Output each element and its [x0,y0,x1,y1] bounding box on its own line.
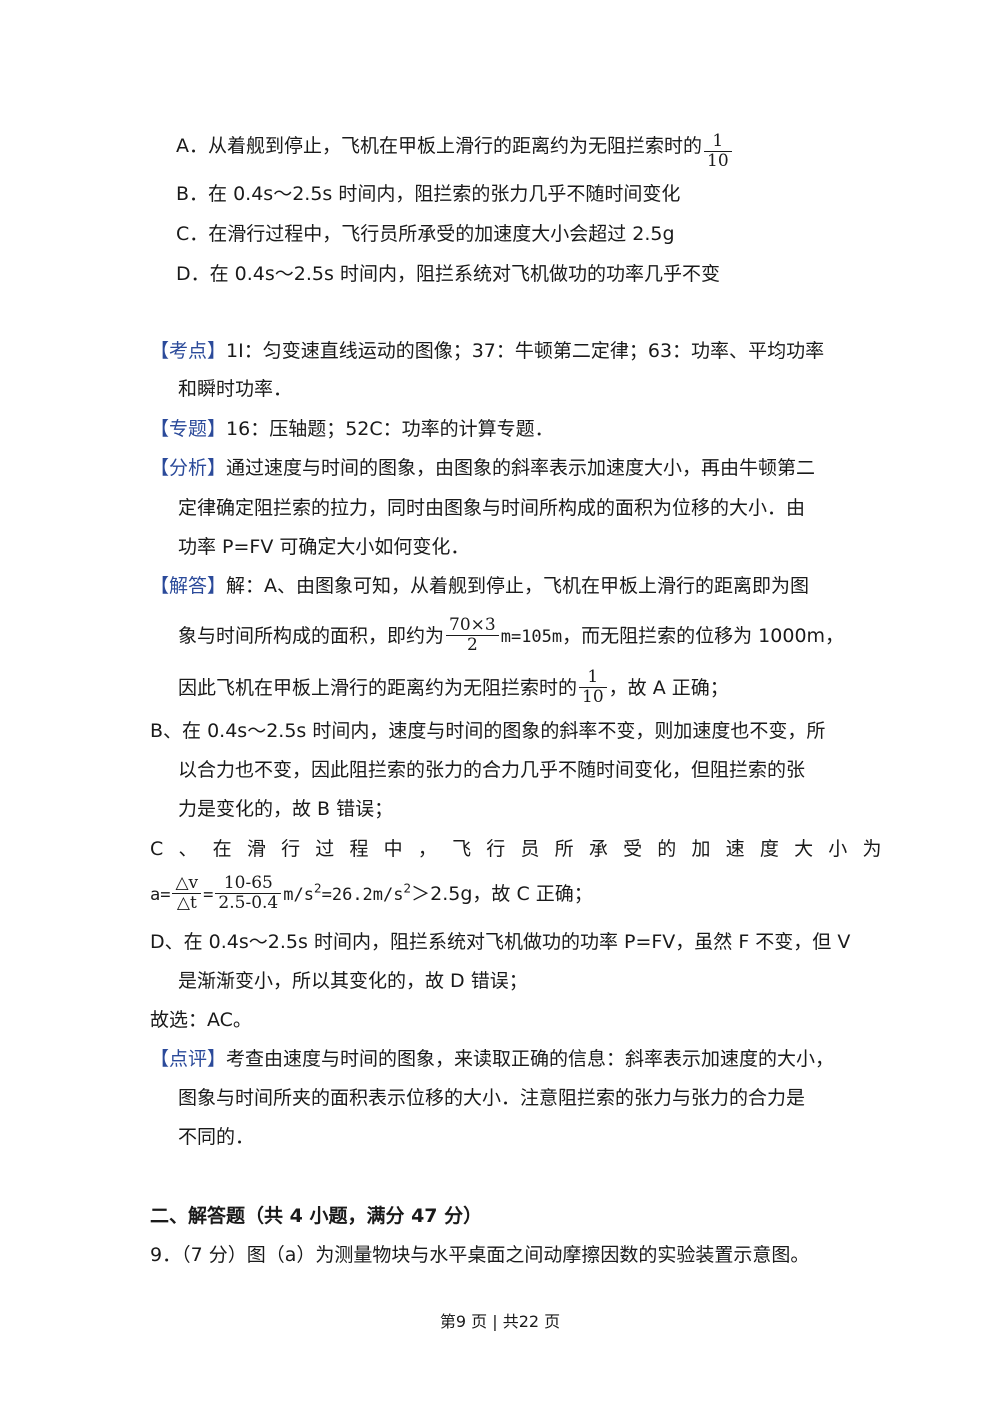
delta-fraction: △v△t [172,874,202,913]
kaodian-line1: 【考点】1I：匀变速直线运动的图像；37：牛顿第二定律；63：功率、平均功率 [150,340,825,362]
fenxi-line2: 定律确定阻拦索的拉力，同时由图象与时间所构成的面积为位移的大小．由 [178,497,806,519]
jieda-line1: 【解答】解：A、由图象可知，从着舰到停止，飞机在甲板上滑行的距离即为图 [150,575,810,597]
jieda-b-line2: 以合力也不变，因此阻拦索的张力的合力几乎不随时间变化，但阻拦索的张 [178,759,806,781]
page-footer: 第9 页 | 共22 页 [439,1312,561,1331]
jieda-d-line1: D、在 0.4s～2.5s 时间内，阻拦系统对飞机做功的功率 P=FV，虽然 F… [150,931,851,953]
option-d: D．在 0.4s～2.5s 时间内，阻拦系统对飞机做功的功率几乎不变 [176,263,720,285]
dianping-line1: 【点评】考查由速度与时间的图象，来读取正确的信息：斜率表示加速度的大小， [150,1048,835,1070]
fenxi-line3: 功率 P=FV 可确定大小如何变化． [178,536,470,558]
option-c: C．在滑行过程中，飞行员所承受的加速度大小会超过 2.5g [176,223,675,245]
jieda-b-line3: 力是变化的，故 B 错误； [178,798,394,820]
dianping-label: 【点评】 [150,1048,227,1070]
question-9: 9．（7 分）图（a）为测量物块与水平桌面之间动摩擦因数的实验装置示意图。 [150,1244,810,1266]
jieda-label: 【解答】 [150,575,227,597]
kaodian-line2: 和瞬时功率． [178,378,293,400]
answer-choice: 故选：AC。 [150,1009,252,1031]
section-title: 二、解答题（共 4 小题，满分 47 分） [150,1205,483,1227]
zhuanti-line: 【专题】16：压轴题；52C：功率的计算专题． [150,418,554,440]
jieda-c-line1: C、在滑行过程中，飞行员所承受的加速度大小为 [150,838,897,860]
jieda-d-line2: 是渐渐变小，所以其变化的，故 D 错误； [178,970,528,992]
kaodian-label: 【考点】 [150,340,227,362]
jieda-b-line1: B、在 0.4s～2.5s 时间内，速度与时间的图象的斜率不变，则加速度也不变，… [150,720,826,742]
option-b: B．在 0.4s～2.5s 时间内，阻拦索的张力几乎不随时间变化 [176,183,681,205]
fenxi-line1: 【分析】通过速度与时间的图象，由图象的斜率表示加速度大小，再由牛顿第二 [150,457,816,479]
dianping-line3: 不同的． [178,1126,255,1148]
dianping-line2: 图象与时间所夹的面积表示位移的大小．注意阻拦索的张力与张力的合力是 [178,1087,806,1109]
fenxi-label: 【分析】 [150,457,227,479]
option-a-text: A．从着舰到停止，飞机在甲板上滑行的距离约为无阻拦索时的 [176,135,702,157]
zhuanti-label: 【专题】 [150,418,227,440]
